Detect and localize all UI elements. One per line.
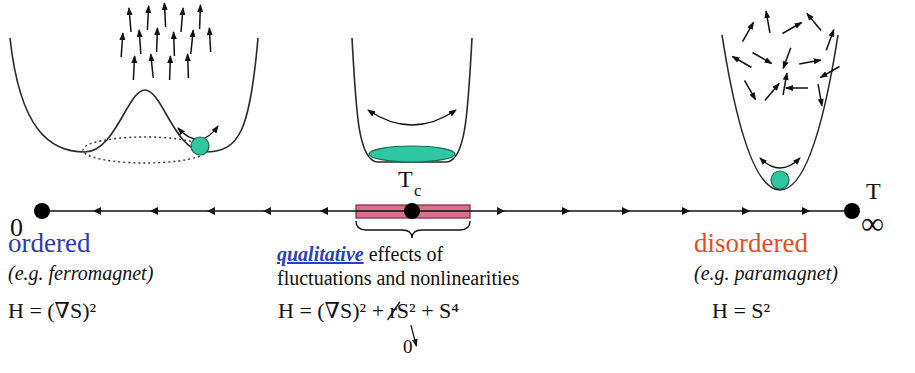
spin-arrow: [766, 11, 770, 33]
flow-arrowhead: [682, 207, 690, 215]
hamiltonian-equation: H = (∇S)² + rS² + S⁴: [278, 298, 459, 323]
spin-arrow: [173, 32, 175, 56]
spin-arrow: [139, 30, 141, 54]
spin-arrow: [786, 87, 808, 89]
spin-arrow: [799, 60, 821, 64]
flow-arrowhead: [802, 207, 810, 215]
spin-arrow: [129, 8, 131, 32]
spin-arrow: [765, 84, 779, 101]
fluctuation-arrow: [368, 110, 456, 125]
replacement-value: 0: [403, 336, 413, 358]
spin-arrow: [807, 14, 821, 31]
spin-arrow: [745, 80, 756, 99]
spin-arrows: [121, 3, 839, 106]
spin-arrow: [820, 67, 839, 78]
spin-arrow: [199, 5, 201, 29]
spin-arrow: [121, 33, 123, 57]
state-ball: [771, 171, 789, 189]
flow-arrowhead: [320, 207, 328, 215]
spin-arrow: [169, 56, 171, 80]
spin-arrow: [151, 54, 154, 78]
spin-arrow: [818, 84, 822, 106]
single-well-curve: [722, 35, 838, 190]
flow-arrowhead: [93, 207, 101, 215]
hamiltonian-equation: H = (∇S)²: [8, 298, 96, 323]
spin-arrow: [133, 56, 134, 80]
spin-arrow: [209, 28, 210, 52]
curly-brace: [356, 221, 470, 238]
hamiltonian-equation: H = S²: [712, 298, 770, 323]
state-ball: [191, 137, 209, 155]
spin-arrow: [191, 30, 194, 54]
spin-arrow: [783, 73, 787, 95]
flow-arrowhead: [263, 207, 271, 215]
flow-arrowhead: [562, 207, 570, 215]
infinity-symbol: ∞: [861, 205, 884, 242]
region-note-block: qualitativeeffects of fluctuations and n…: [277, 242, 533, 290]
flow-arrowhead: [497, 207, 505, 215]
critical-temperature-subscript: c: [414, 181, 422, 201]
phase-example: (e.g. paramagnet): [694, 262, 838, 285]
spin-arrow: [147, 6, 148, 30]
spin-arrow: [187, 54, 189, 78]
fixed-point-dot: [844, 203, 860, 219]
emphasis-word: qualitative: [277, 243, 364, 265]
flat-well-curve: [352, 38, 472, 162]
dotted-minimum-ring: [83, 137, 207, 163]
spin-arrow: [732, 57, 751, 68]
spin-arrow: [752, 53, 771, 64]
state-spread: [369, 146, 455, 162]
flow-arrowhead: [150, 207, 158, 215]
spin-arrow: [743, 22, 754, 41]
temperature-axis: [42, 210, 852, 212]
double-well-curve: [10, 38, 258, 152]
temperature-symbol: T: [866, 178, 881, 206]
spin-arrow: [783, 48, 791, 69]
spin-arrow: [156, 28, 158, 52]
spin-arrow: [782, 23, 801, 34]
spin-arrow: [164, 3, 165, 27]
fluctuation-arrow: [760, 158, 800, 168]
flow-arrowhead: [207, 207, 215, 215]
flow-arrowhead: [622, 207, 630, 215]
spin-arrow: [826, 30, 834, 51]
spin-arrow: [181, 8, 183, 32]
phase-name: ordered: [8, 228, 90, 259]
phase-name: disordered: [694, 228, 808, 259]
critical-temperature-symbol: T: [398, 166, 413, 194]
phase-example: (e.g. ferromagnet): [8, 262, 153, 285]
flow-arrowhead: [742, 207, 750, 215]
fixed-point-dot: [34, 203, 50, 219]
fixed-point-dot: [404, 203, 420, 219]
